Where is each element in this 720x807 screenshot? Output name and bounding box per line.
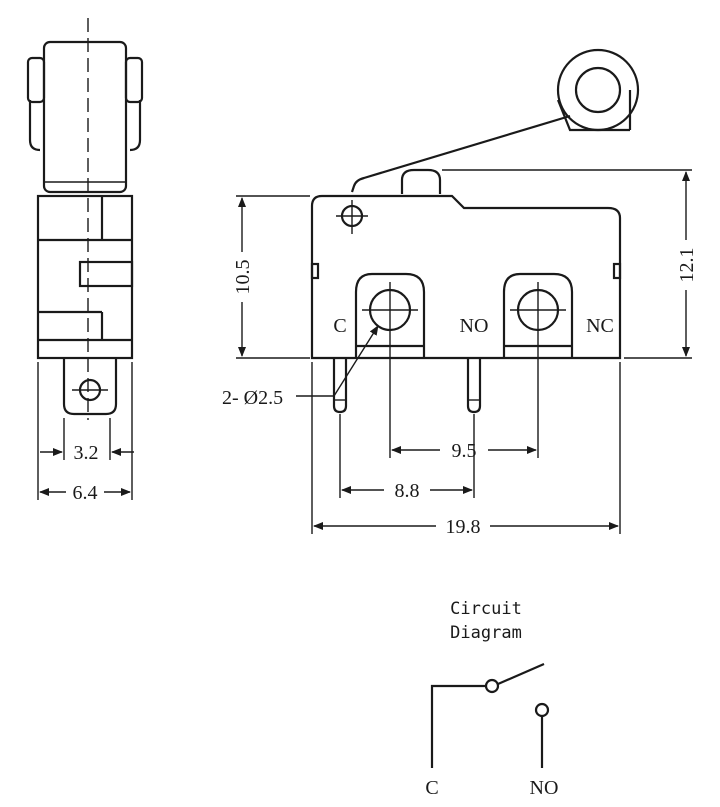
pin-no	[466, 358, 482, 414]
terminal-c-label: C	[333, 315, 346, 337]
dim-8-8-label: 8.8	[395, 480, 420, 502]
dim-side-inner: 3.2	[40, 418, 134, 464]
hole-note-label: 2- Ø2.5	[222, 387, 283, 409]
dim-19-8-label: 19.8	[446, 516, 481, 538]
dim-height-body: 10.5	[232, 195, 310, 359]
dim-side-outer: 6.4	[37, 362, 133, 504]
dim-length-total: 19.8	[311, 362, 621, 538]
side-body	[36, 194, 134, 360]
side-terminal	[62, 358, 118, 416]
pivot-screw	[336, 200, 368, 234]
front-lever	[350, 48, 640, 193]
front-body	[310, 194, 622, 360]
dim-pitch-c-no: 8.8	[339, 414, 475, 502]
dim-height-total: 12.1	[442, 169, 698, 359]
dim-12-1-label: 12.1	[676, 248, 698, 283]
side-view: 3.2 6.4	[26, 18, 144, 504]
front-plunger	[400, 168, 442, 194]
circuit-title-line1: Circuit	[450, 599, 522, 619]
pin-c	[332, 358, 348, 414]
dim-pitch-no-nc: 9.5	[389, 338, 539, 462]
circuit-title-line2: Diagram	[450, 623, 522, 643]
circuit-diagram: Circuit Diagram C NO	[425, 599, 558, 799]
dim-10-5-label: 10.5	[232, 260, 254, 295]
dim-6-4-label: 6.4	[73, 482, 98, 504]
circuit-c-label: C	[425, 777, 438, 799]
front-view: C NO NC 2- Ø2.5 10.5	[222, 48, 698, 538]
side-roller	[26, 40, 144, 194]
mount-hole-nc	[502, 272, 574, 358]
terminal-nc-label: NC	[586, 315, 614, 337]
terminal-no-label: NO	[460, 315, 489, 337]
hole-callout: 2- Ø2.5	[222, 325, 379, 409]
dim-9-5-label: 9.5	[452, 440, 477, 462]
dim-3-2-label: 3.2	[74, 442, 99, 464]
circuit-no-label: NO	[530, 777, 559, 799]
